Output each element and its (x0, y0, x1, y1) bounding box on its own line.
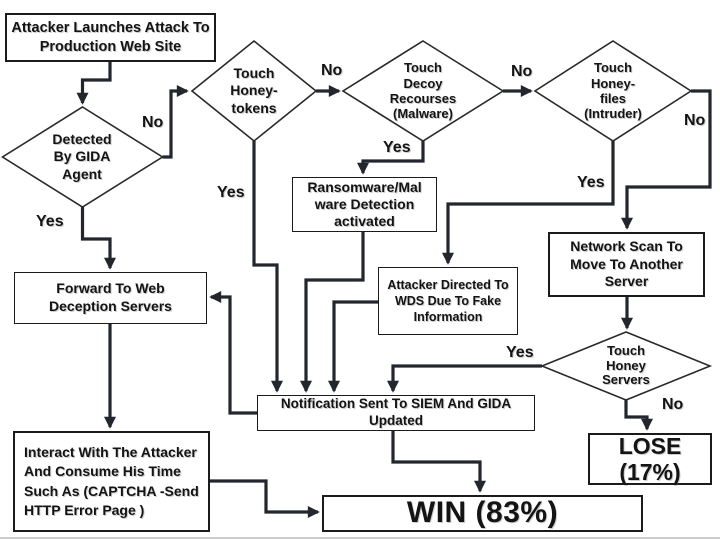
node-win: WIN (83%) (322, 495, 643, 532)
edge-label-decoy-no: No (511, 63, 533, 80)
edge-files-yes-to-wds-fake (442, 141, 615, 265)
edge-label-servers-yes: Yes (506, 344, 534, 361)
node-attacker-directed-wds: Attacker Directed To WDS Due To Fake Inf… (378, 267, 518, 335)
edge-label-files-yes: Yes (577, 174, 605, 191)
edge-notification-to-forward (209, 291, 257, 415)
edge-gida-no-to-tokens (162, 85, 189, 159)
edge-interact-to-win (210, 479, 320, 518)
edge-label-tokens-no: No (321, 62, 343, 79)
edge-decoy-yes-to-ransomware (357, 141, 425, 175)
edge-attack-to-gida (76, 62, 112, 105)
edge-gida-yes-to-forward (80, 207, 116, 270)
edge-notification-to-win (391, 430, 486, 493)
edge-files-no-to-network-scan (621, 89, 712, 230)
edge-ransomware-to-notification (300, 232, 365, 393)
node-interact-attacker: Interact With The Attacker And Consume H… (13, 431, 210, 532)
decision-honey-servers-label: Touch Honey Servers (602, 343, 650, 388)
node-lose: LOSE (17%) (588, 433, 712, 485)
edge-tokens-yes-to-notification (252, 141, 283, 393)
edge-label-gida-yes: Yes (36, 213, 64, 230)
edge-label-servers-no: No (662, 396, 684, 413)
slide-bottom-edge (0, 537, 720, 539)
node-network-scan: Network Scan To Move To Another Server (548, 232, 705, 297)
node-forward-web-deception: Forward To Web Deception Servers (14, 272, 207, 324)
decision-honey-files-label: Touch Honey- files (Intruder) (584, 60, 642, 122)
decision-honey-tokens-label: Touch Honey- tokens (230, 65, 278, 116)
edge-label-files-no: No (684, 112, 706, 129)
edge-wds-fake-to-notification (328, 300, 378, 393)
edge-servers-no-to-lose (624, 400, 653, 431)
edge-label-decoy-yes: Yes (383, 139, 411, 156)
node-ransomware-detection: Ransomware/Mal ware Detection activated (292, 177, 437, 232)
edge-label-tokens-yes: Yes (217, 184, 245, 201)
edge-servers-yes-to-notification (387, 364, 542, 393)
node-notification-siem: Notification Sent To SIEM And GIDA Updat… (257, 395, 535, 431)
node-attack-launch: Attacker Launches Attack To Production W… (5, 13, 216, 62)
edge-label-gida-no: No (142, 114, 164, 131)
decision-gida-agent-label: Detected By GIDA Agent (52, 131, 112, 182)
decision-decoy-resources-label: Touch Decoy Recourses (Malware) (389, 60, 457, 122)
